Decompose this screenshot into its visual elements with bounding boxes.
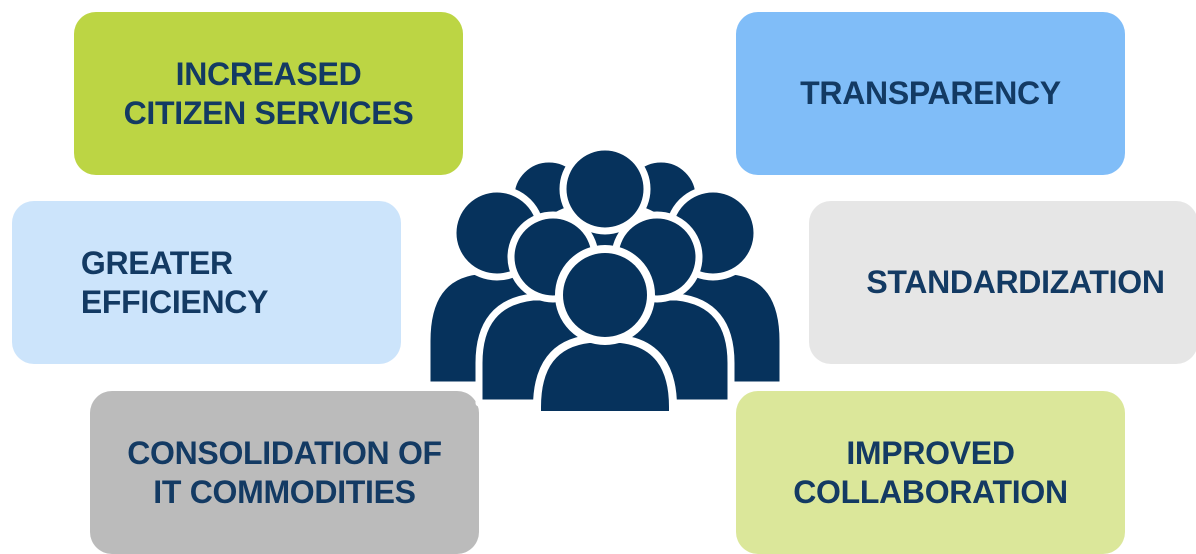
standardization-box: STANDARDIZATION (809, 201, 1196, 364)
greater-efficiency-label: GREATER EFFICIENCY (80, 244, 269, 320)
improved-collaboration-label: IMPROVED COLLABORATION (793, 434, 1068, 510)
person-back-center-head (559, 145, 651, 235)
consolidation-label: CONSOLIDATION OF IT COMMODITIES (127, 434, 442, 510)
increased-citizen-services-box: INCREASED CITIZEN SERVICES (74, 12, 463, 175)
consolidation-box: CONSOLIDATION OF IT COMMODITIES (90, 391, 479, 554)
people-group-icon (425, 145, 785, 415)
greater-efficiency-box: GREATER EFFICIENCY (12, 201, 401, 364)
standardization-label: STANDARDIZATION (866, 264, 1165, 300)
transparency-label: TRANSPARENCY (800, 75, 1061, 111)
person-front-head (555, 245, 655, 345)
person-front (533, 335, 677, 415)
improved-collaboration-box: IMPROVED COLLABORATION (736, 391, 1125, 554)
increased-citizen-services-label: INCREASED CITIZEN SERVICES (123, 55, 414, 131)
transparency-box: TRANSPARENCY (736, 12, 1125, 175)
